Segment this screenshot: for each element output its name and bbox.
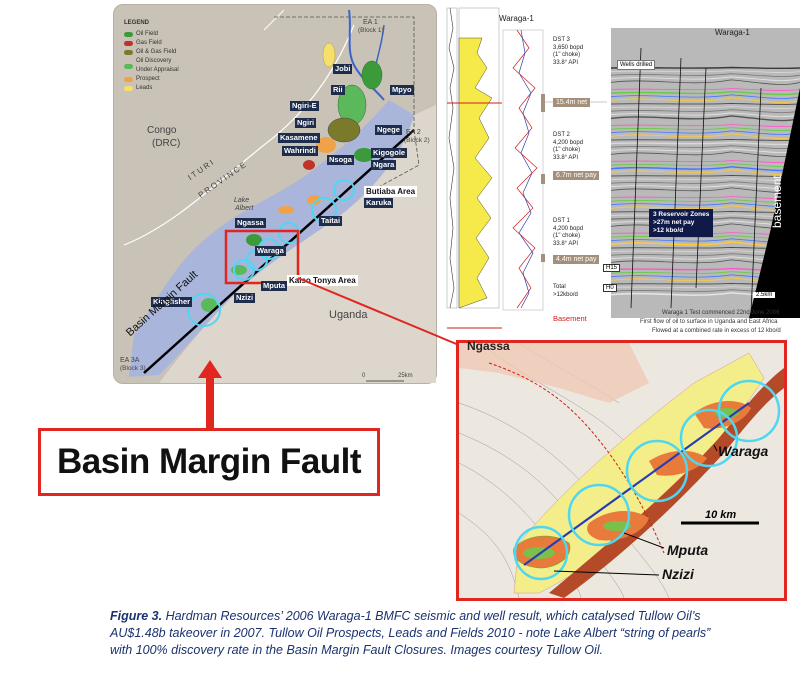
field-label-kingfisher: Kingfisher bbox=[151, 297, 193, 307]
caption-line-1: Hardman Resources’ 2006 Waraga-1 BMFC se… bbox=[162, 609, 701, 623]
scale-max: 25km bbox=[398, 373, 413, 379]
net-pay-1: 15.4m net bbox=[553, 98, 591, 107]
legend-label: Oil & Gas Field bbox=[136, 49, 177, 55]
seismic-caption-3: Flowed at a combined rate in excess of 1… bbox=[652, 328, 781, 334]
well-log-panel: Waraga-1 DST 3 3,650 bopd (1" choke) 33.… bbox=[446, 7, 607, 330]
seismic-title: Waraga-1 bbox=[715, 28, 750, 37]
seismic-caption-2: First flow of oil to surface in Uganda a… bbox=[640, 319, 778, 325]
ea1-sub: (Block 1) bbox=[358, 27, 384, 34]
caption-figure-label: Figure 3. bbox=[110, 609, 163, 623]
seismic-basement-label: basement bbox=[770, 175, 784, 228]
ea3-label: EA 3A bbox=[120, 357, 140, 364]
field-label-nzizi: Nzizi bbox=[234, 293, 256, 303]
field-label-mputa: Mputa bbox=[261, 281, 288, 291]
wells-drilled-label: Wells drilled bbox=[617, 60, 656, 70]
inset-top-label: Ngassa bbox=[467, 339, 510, 353]
legend-swatch bbox=[124, 77, 133, 82]
legend-label: Gas Field bbox=[136, 40, 162, 46]
log-title: Waraga-1 bbox=[499, 14, 534, 23]
h15-marker: H15 bbox=[603, 264, 621, 272]
seismic-panel: Waraga-1 Wells drilled 3 Reservoir Zones… bbox=[603, 28, 800, 318]
legend-swatch bbox=[124, 50, 133, 55]
legend-item: Oil Field bbox=[124, 30, 186, 39]
ea1-label: EA 1 bbox=[363, 19, 378, 26]
field-label-taitai: Taitai bbox=[319, 216, 343, 226]
field-label-karuka: Karuka bbox=[364, 198, 394, 208]
ea2-label: EA 2 bbox=[406, 129, 421, 136]
field-label-ngiri-e: Ngiri-E bbox=[290, 101, 319, 111]
field-label-ngara: Ngara bbox=[371, 160, 397, 170]
legend-swatch bbox=[124, 32, 133, 37]
log-basement-label: Basement bbox=[553, 314, 587, 323]
legend-swatch bbox=[124, 63, 133, 69]
total-text: Total >12kbo/d bbox=[553, 284, 578, 298]
caption-line-2: AU$1.48b takeover in 2007. Tullow Oil Pr… bbox=[110, 626, 711, 640]
net-pay-3: 4.4m net pay bbox=[553, 255, 600, 264]
ea2-sub: (Block 2) bbox=[404, 137, 430, 144]
kaiso-tonya-area-label: Kaiso Tonya Area bbox=[287, 275, 358, 286]
ea3-sub: (Block 3) bbox=[120, 365, 146, 372]
field-label-rii: Rii bbox=[331, 85, 345, 95]
legend-label: Prospect bbox=[136, 76, 160, 82]
legend-item: Oil Discovery Under Appraisal bbox=[124, 57, 186, 75]
field-label-nsoga: Nsoga bbox=[327, 155, 354, 165]
legend-label: Oil Field bbox=[136, 31, 159, 37]
legend-item: Oil & Gas Field bbox=[124, 48, 186, 57]
field-label-waraga: Waraga bbox=[255, 246, 286, 256]
drc-label: (DRC) bbox=[152, 138, 181, 149]
field-label-jobi: Jobi bbox=[333, 64, 353, 74]
h0-marker: H0 bbox=[603, 284, 617, 292]
legend-title: LEGEND bbox=[124, 20, 150, 26]
figure-caption: Figure 3. Hardman Resources’ 2006 Waraga… bbox=[110, 608, 800, 659]
legend-item: Leads bbox=[124, 84, 186, 93]
field-label-wahrindi: Wahrindi bbox=[282, 146, 318, 156]
callout-arrow bbox=[198, 360, 222, 430]
seismic-scale: 2.5km bbox=[753, 292, 776, 298]
legend-item: Prospect bbox=[124, 75, 186, 84]
dst1-text: DST 1 4,200 bopd (1" choke) 33.8° API bbox=[553, 218, 584, 247]
field-label-kasamene: Kasamene bbox=[278, 133, 320, 143]
inset-graphic bbox=[458, 342, 784, 599]
basin-margin-fault-callout: Basin Margin Fault bbox=[38, 428, 380, 496]
inset-map: Ngassa Waraga 10 km Mputa Nzizi bbox=[456, 339, 787, 601]
uganda-label: Uganda bbox=[329, 309, 368, 321]
congo-label: Congo bbox=[147, 125, 177, 136]
field-label-ngege: Ngege bbox=[375, 125, 402, 135]
inset-scale-label: 10 km bbox=[705, 509, 737, 521]
reservoir-zones-box: 3 Reservoir Zones >27m net pay >12 kbo/d bbox=[649, 209, 714, 237]
inset-waraga-label: Waraga bbox=[718, 443, 769, 459]
seismic-caption-1: Waraga 1 Test commenced 22nd June 2006 bbox=[662, 310, 780, 316]
field-label-kigogole: Kigogole bbox=[371, 148, 408, 158]
field-label-ngiri: Ngiri bbox=[295, 118, 317, 128]
inset-nzizi-label: Nzizi bbox=[662, 566, 694, 582]
callout-text: Basin Margin Fault bbox=[56, 442, 362, 481]
legend-label: Oil Discovery Under Appraisal bbox=[136, 58, 179, 73]
caption-line-3: with 100% discovery rate in the Basin Ma… bbox=[110, 643, 604, 657]
legend-swatch bbox=[124, 41, 133, 46]
legend-label: Leads bbox=[136, 85, 153, 91]
well-log-graphic bbox=[446, 7, 607, 329]
lake-label: Lake bbox=[234, 197, 250, 204]
net-pay-2: 6.7m net pay bbox=[553, 171, 600, 180]
dst2-text: DST 2 4,200 bopd (1" choke) 33.8° API bbox=[553, 132, 584, 161]
field-label-mpyo: Mpyo bbox=[390, 85, 414, 95]
scale-zero: 0 bbox=[362, 373, 366, 379]
legend-swatch bbox=[124, 86, 133, 91]
dst3-text: DST 3 3,650 bopd (1" choke) 33.8° API bbox=[553, 37, 584, 66]
seismic-graphic bbox=[610, 47, 800, 318]
lake-label-2: Albert bbox=[235, 205, 254, 212]
butiaba-area-label: Butiaba Area bbox=[364, 186, 418, 197]
inset-mputa-label: Mputa bbox=[667, 542, 709, 558]
legend-item: Gas Field bbox=[124, 39, 186, 48]
field-label-ngassa: Ngassa bbox=[235, 218, 266, 228]
